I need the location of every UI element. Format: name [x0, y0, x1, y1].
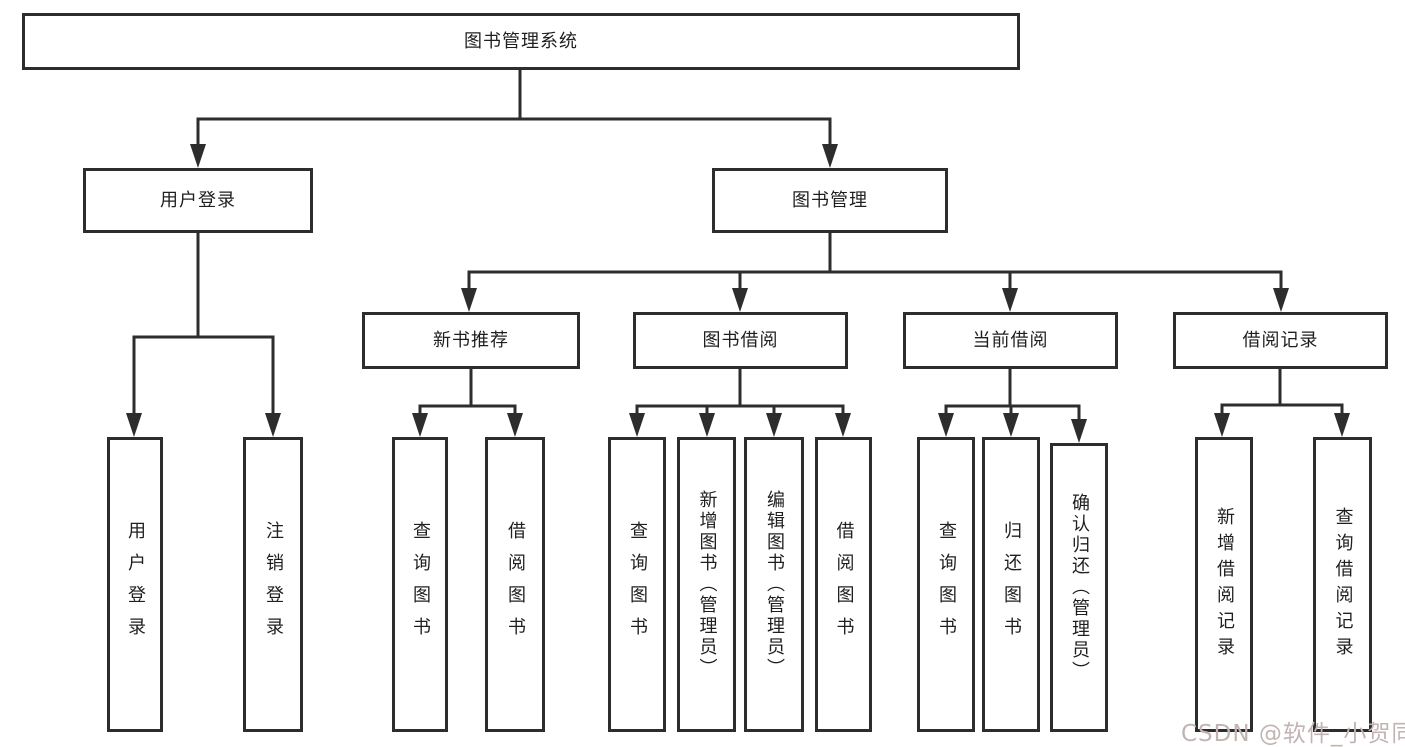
- leaf-borrow-book-recommend: 借阅图书: [485, 437, 545, 732]
- node-root-library-system: 图书管理系统: [22, 13, 1020, 70]
- leaf-borrow-book: 借阅图书: [815, 437, 872, 732]
- leaf-query-book-recommend: 查询图书: [392, 437, 448, 732]
- leaf-add-borrow-record: 新增借阅记录: [1195, 437, 1253, 732]
- leaf-confirm-return-admin: 确认归还（管理员）: [1050, 443, 1108, 732]
- leaf-query-book-borrow: 查询图书: [608, 437, 666, 732]
- csdn-watermark: CSDN @软件_小贺同学: [1181, 721, 1405, 747]
- leaf-query-borrow-record: 查询借阅记录: [1313, 437, 1372, 732]
- node-borrow-records: 借阅记录: [1173, 312, 1388, 369]
- node-user-login: 用户登录: [83, 168, 313, 233]
- node-book-borrow: 图书借阅: [633, 312, 848, 369]
- leaf-return-book: 归还图书: [982, 437, 1040, 732]
- leaf-logout: 注销登录: [243, 437, 303, 732]
- leaf-user-login: 用户登录: [107, 437, 163, 732]
- leaf-query-book-current: 查询图书: [917, 437, 975, 732]
- node-new-book-recommend: 新书推荐: [362, 312, 580, 369]
- leaf-edit-book-admin: 编辑图书（管理员）: [744, 437, 804, 732]
- node-current-borrow: 当前借阅: [903, 312, 1118, 369]
- node-book-management: 图书管理: [712, 168, 948, 233]
- leaf-add-book-admin: 新增图书（管理员）: [677, 437, 736, 732]
